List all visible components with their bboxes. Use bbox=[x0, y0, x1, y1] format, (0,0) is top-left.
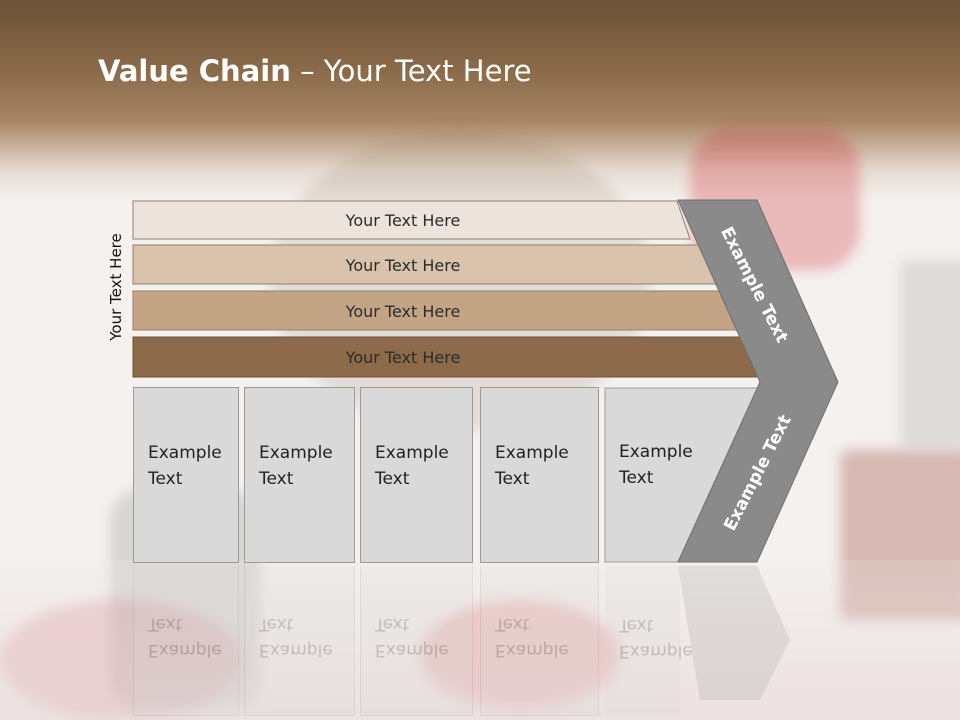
reflection-line1: Example bbox=[619, 641, 693, 661]
reflection-line2: Text bbox=[495, 614, 530, 634]
activity-box-1-line2: Text bbox=[148, 469, 183, 489]
title-rest: – Your Text Here bbox=[290, 54, 532, 88]
activity-box-4-line1: Example bbox=[495, 443, 569, 463]
title-bold: Value Chain bbox=[98, 54, 291, 88]
reflection-line1: Example bbox=[148, 640, 222, 660]
reflection-line2: Text bbox=[375, 614, 410, 634]
activity-box-1: Example Text bbox=[133, 387, 239, 563]
activity-box-5-line1: Example bbox=[619, 442, 693, 462]
activity-box-3-line1: Example bbox=[375, 443, 449, 463]
reflection-line2: Text bbox=[259, 614, 294, 634]
chevron-shape bbox=[677, 199, 839, 563]
activity-box-2-line1: Example bbox=[259, 443, 333, 463]
chevron-reflection bbox=[678, 566, 790, 700]
header-band bbox=[0, 0, 960, 200]
box-reflection: Example Text bbox=[480, 566, 599, 716]
bar-shape-1 bbox=[132, 200, 691, 240]
value-bar-3-label: Your Text Here bbox=[345, 301, 461, 321]
value-bar-1-label: Your Text Here bbox=[345, 210, 461, 230]
box-reflection: Example Text bbox=[244, 566, 355, 716]
activity-box-2: Example Text bbox=[244, 387, 355, 563]
activity-box-5-line2: Text bbox=[619, 468, 654, 488]
reflection-line2: Text bbox=[619, 615, 654, 635]
box-reflection: Example Text bbox=[605, 566, 755, 716]
desk-surface bbox=[0, 560, 960, 720]
activity-box-2-line2: Text bbox=[259, 469, 294, 489]
value-bar-4-label: Your Text Here bbox=[345, 347, 461, 367]
activity-box-1-line1: Example bbox=[148, 443, 222, 463]
slide-title: Value Chain – Your Text Here bbox=[98, 54, 532, 88]
activity-box-3-line2: Text bbox=[375, 469, 410, 489]
value-bar-1: Your Text Here bbox=[133, 201, 693, 239]
value-bar-3: Your Text Here bbox=[133, 292, 693, 330]
box-reflection: Example Text bbox=[360, 566, 473, 716]
box-reflection: Example Text bbox=[133, 566, 239, 716]
value-bar-4: Your Text Here bbox=[133, 338, 693, 376]
activity-box-3: Example Text bbox=[360, 387, 473, 563]
activity-box-5: Example Text bbox=[605, 387, 693, 563]
value-bar-2-label: Your Text Here bbox=[345, 255, 461, 275]
reflection-line1: Example bbox=[495, 640, 569, 660]
reflection-line1: Example bbox=[259, 640, 333, 660]
reflection-line1: Example bbox=[375, 640, 449, 660]
value-bar-2: Your Text Here bbox=[133, 246, 693, 284]
activity-box-4-line2: Text bbox=[495, 469, 530, 489]
reflection-line2: Text bbox=[148, 614, 183, 634]
activity-box-4: Example Text bbox=[480, 387, 599, 563]
photo-shape bbox=[900, 260, 960, 450]
